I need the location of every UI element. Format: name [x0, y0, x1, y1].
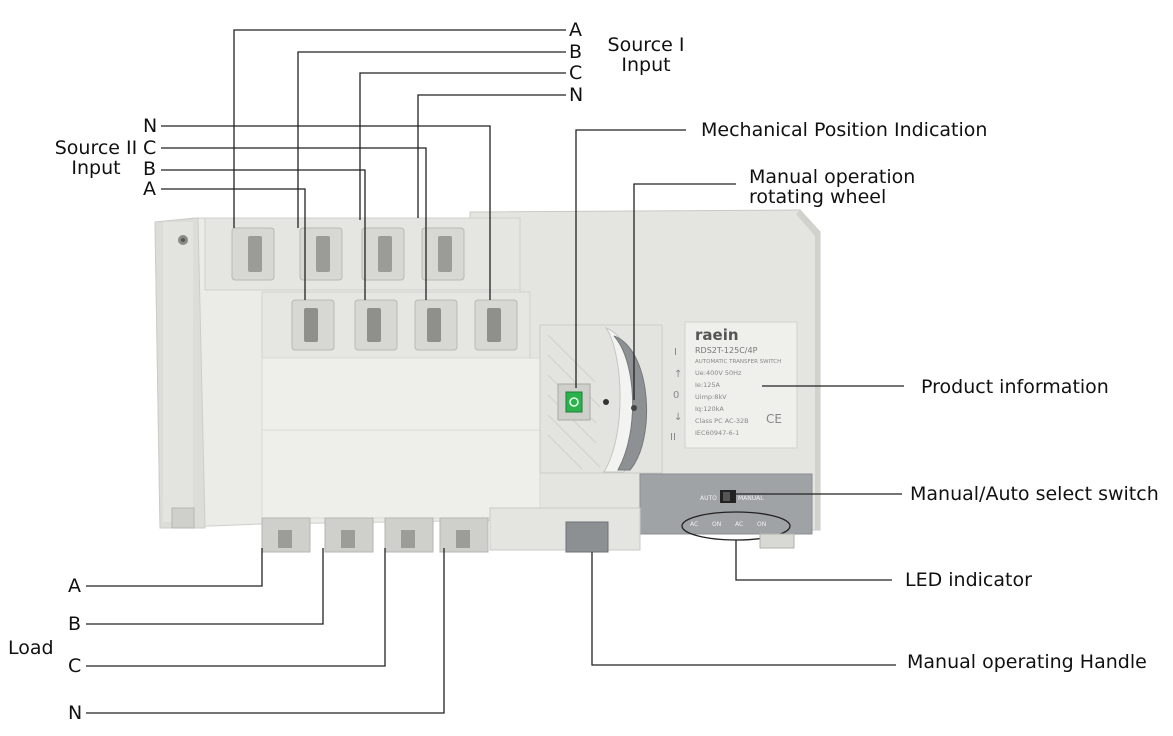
operating-handle[interactable]: [565, 521, 609, 553]
plate-spec: Iq:120kA: [695, 405, 724, 413]
led-label: AC: [690, 521, 698, 528]
led-label: ON: [757, 521, 766, 528]
led-label: AC: [735, 521, 743, 528]
callout-mechanical-position: Mechanical Position Indication: [701, 119, 988, 141]
load-phase-a: A: [68, 575, 81, 597]
source-ii-phase-n: N: [143, 115, 158, 137]
plate-spec: Class PC AC-32B: [695, 417, 749, 425]
callout-product-information: Product information: [921, 376, 1109, 398]
plate-desc: AUTOMATIC TRANSFER SWITCH: [695, 359, 781, 365]
dial-arrow-down-icon: ↓: [674, 412, 682, 423]
load-phase-n: N: [68, 702, 83, 724]
source-i-phase-n: N: [569, 84, 584, 106]
source-i-title: Source I Input: [607, 34, 685, 76]
leader-lines: [86, 29, 904, 714]
source-i-phase-a: A: [569, 19, 582, 41]
load-title: Load: [8, 637, 54, 659]
dial-mark-i: I: [674, 347, 677, 358]
product-plate: raein RDS2T-125C/4P AUTOMATIC TRANSFER S…: [684, 321, 798, 449]
load-phase-c: C: [68, 655, 82, 677]
source-ii-phase-a: A: [143, 178, 156, 200]
source-ii-title: Source II Input: [54, 137, 138, 179]
plate-spec: Ue:400V 50Hz: [695, 369, 742, 377]
device-illustration: I 0 II ↑ ↓ raein RDS2T-125C/4P AUTOMATIC…: [154, 209, 821, 553]
dial-arrow-up-icon: ↑: [674, 369, 682, 380]
plate-spec: Ie:125A: [695, 381, 721, 389]
dial-mark-ii: II: [670, 432, 676, 443]
source-ii-phase-b: B: [143, 158, 157, 180]
source-i-phase-c: C: [569, 62, 583, 84]
callout-operating-handle: Manual operating Handle: [907, 651, 1147, 673]
dial-mark-0: 0: [673, 390, 679, 401]
plate-model: RDS2T-125C/4P: [695, 346, 758, 355]
plate-spec: Uimp:8kV: [695, 393, 727, 401]
callout-rotating-wheel: Manual operation rotating wheel: [749, 166, 916, 208]
plate-spec: IEC60947-6-1: [695, 429, 739, 437]
brand-logo: raein: [695, 326, 739, 344]
ce-mark: CE: [766, 412, 782, 426]
led-label: ON: [712, 521, 721, 528]
load-phase-b: B: [68, 613, 82, 635]
source-i-phase-b: B: [569, 41, 583, 63]
manual-text: MANUAL: [738, 495, 764, 502]
auto-text: AUTO: [700, 495, 717, 502]
callout-select-switch: Manual/Auto select switch: [910, 483, 1159, 505]
source-ii-phase-c: C: [143, 137, 157, 159]
callout-led-indicator: LED indicator: [905, 569, 1032, 591]
